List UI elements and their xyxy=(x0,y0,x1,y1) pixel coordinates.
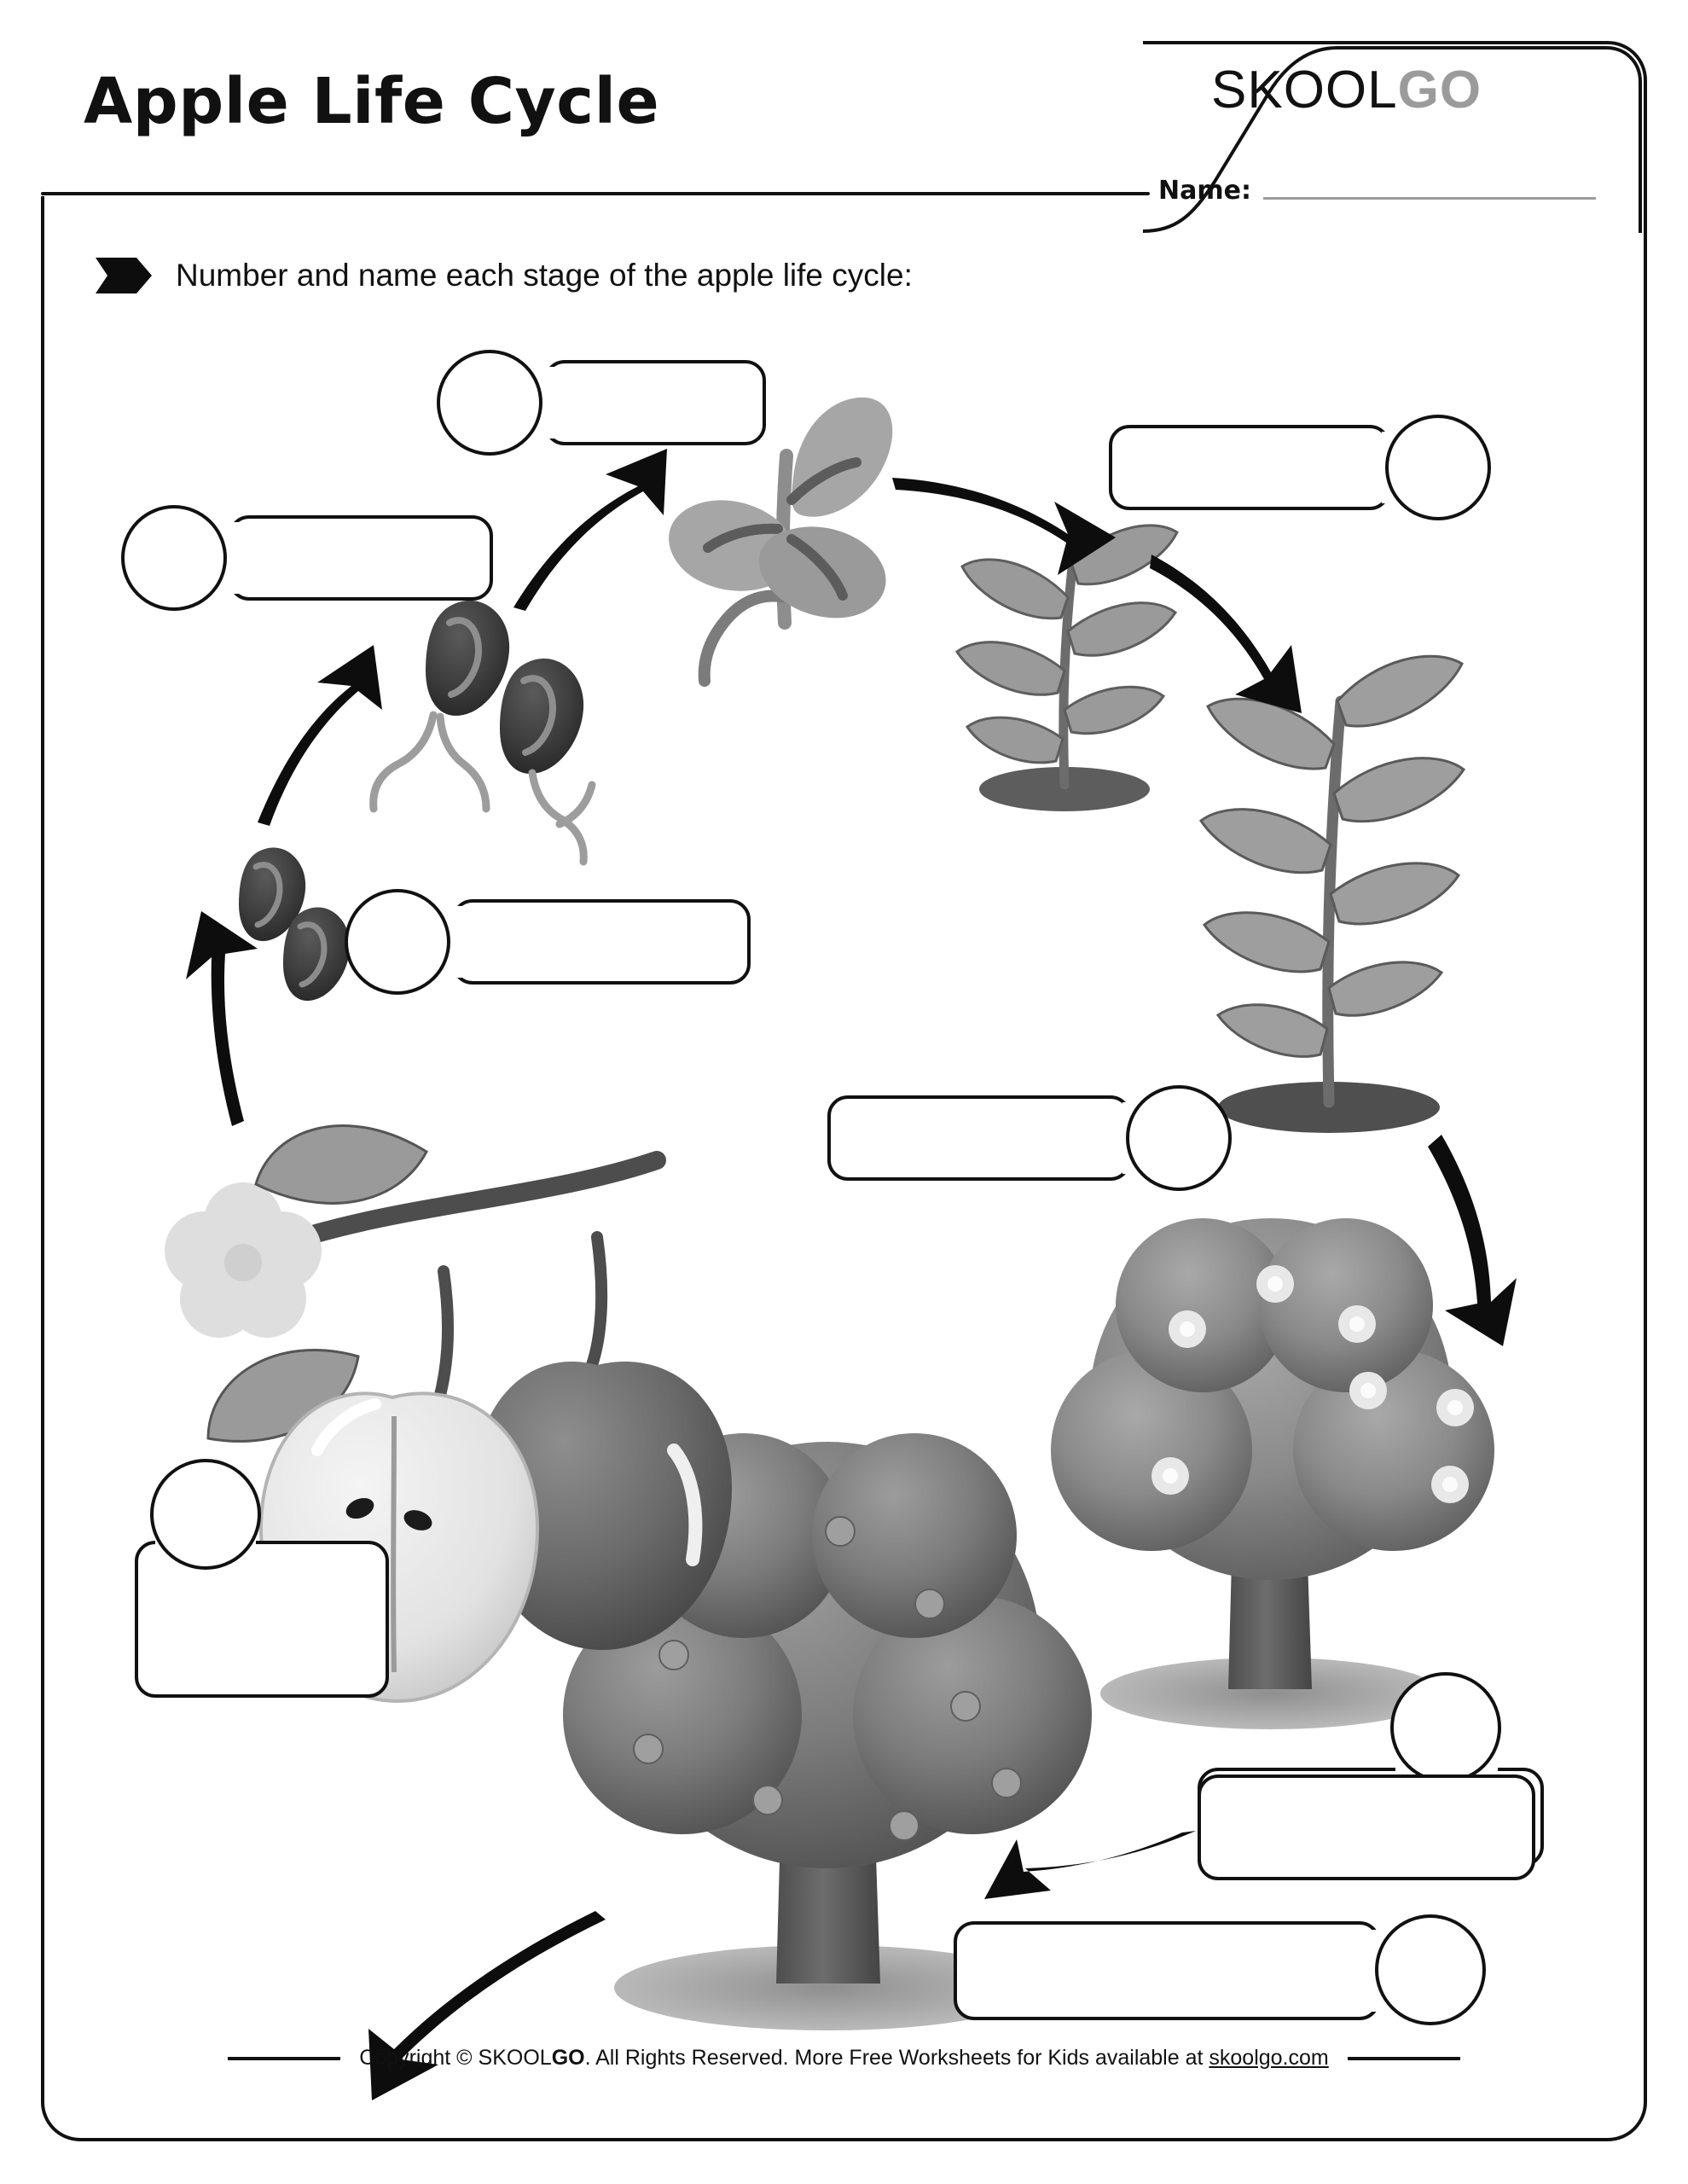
label-text xyxy=(1201,1778,1532,1877)
name-label: Name: xyxy=(1158,176,1251,206)
skoolgo-logo: SKOOLGO xyxy=(1211,60,1482,120)
page-title: Apple Life Cycle xyxy=(84,65,660,138)
logo-go-text: GO xyxy=(1397,61,1482,119)
label-box[interactable] xyxy=(1109,425,1390,510)
label-text xyxy=(831,1099,1128,1177)
label-text xyxy=(957,1925,1377,2017)
footer-rule-right xyxy=(1347,2056,1460,2060)
footer-copyright-middle: . All Rights Reserved. More Free Workshe… xyxy=(584,2046,1209,2070)
slot-mature-tree[interactable] xyxy=(954,1913,1486,2032)
slot-fruiting-tree[interactable] xyxy=(1198,1769,1556,1889)
logo-skool-text: SKOOL xyxy=(1211,61,1398,119)
instruction-text: Number and name each stage of the apple … xyxy=(176,258,913,293)
slot-seam xyxy=(227,522,239,594)
slot-sprouting-seed[interactable] xyxy=(118,502,502,613)
label-text xyxy=(1112,428,1387,507)
instruction-row: Number and name each stage of the apple … xyxy=(94,256,913,295)
arrow-flag-icon xyxy=(96,258,152,293)
label-box[interactable] xyxy=(544,360,766,445)
title-cutout-mask xyxy=(26,17,1143,196)
slot-young-plant[interactable] xyxy=(1109,411,1501,522)
title-cut-rule xyxy=(41,192,1150,195)
number-circle[interactable] xyxy=(1375,1914,1486,2025)
label-box[interactable] xyxy=(135,1541,389,1698)
number-circle[interactable] xyxy=(1126,1085,1232,1191)
number-circle[interactable] xyxy=(121,505,227,611)
footer-brand-go: GO xyxy=(551,2046,585,2070)
slot-sapling[interactable] xyxy=(827,1082,1245,1193)
label-box[interactable] xyxy=(229,515,493,601)
label-box[interactable] xyxy=(452,899,751,985)
slot-seam xyxy=(542,367,554,439)
slot-seam xyxy=(450,906,462,978)
number-circle[interactable] xyxy=(150,1459,261,1570)
slot-seed[interactable] xyxy=(345,886,754,996)
label-box[interactable] xyxy=(1198,1774,1535,1880)
label-text xyxy=(232,519,490,597)
slot-apple-fruit[interactable] xyxy=(135,1459,391,1698)
label-text xyxy=(138,1544,386,1694)
label-box[interactable] xyxy=(954,1921,1380,2020)
name-input-line[interactable] xyxy=(1262,197,1596,200)
number-circle[interactable] xyxy=(437,350,542,456)
label-box[interactable] xyxy=(827,1095,1131,1181)
number-circle[interactable] xyxy=(1385,415,1491,520)
footer-text: Copyright © SKOOLGO. All Rights Reserved… xyxy=(359,2046,1329,2071)
brand-tab xyxy=(1141,41,1647,233)
number-circle[interactable] xyxy=(1390,1672,1501,1783)
footer: Copyright © SKOOLGO. All Rights Reserved… xyxy=(0,2046,1688,2071)
label-text xyxy=(548,363,763,442)
slot-seedling-top[interactable] xyxy=(433,346,774,457)
footer-copyright-prefix: Copyright © SKOOL xyxy=(359,2046,552,2070)
number-circle[interactable] xyxy=(345,889,450,995)
footer-website-link[interactable]: skoolgo.com xyxy=(1209,2046,1329,2070)
name-field-row[interactable]: Name: xyxy=(1158,176,1596,206)
label-text xyxy=(455,903,747,981)
footer-rule-left xyxy=(228,2056,341,2060)
